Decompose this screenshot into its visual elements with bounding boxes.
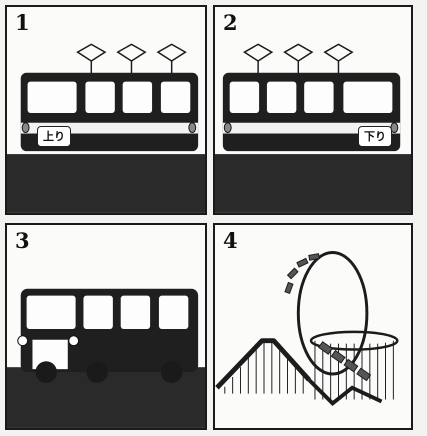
pantograph-icon [76, 43, 187, 74]
panel-number: 2 [223, 10, 238, 35]
roller-coaster-scene [215, 251, 399, 407]
bus-scene [7, 288, 205, 428]
panel-2: 2 下り [213, 5, 413, 215]
pantograph-icon [242, 43, 354, 74]
panel-3: 3 [5, 223, 207, 430]
panel-1: 1 上り [5, 5, 207, 215]
direction-sign: 下り [358, 126, 392, 147]
panel-number: 4 [223, 228, 238, 253]
panel-number: 1 [15, 10, 30, 35]
tram-icon [222, 72, 401, 152]
panel-4: 4 [213, 223, 413, 430]
ground [7, 154, 205, 213]
tram-scene-1 [7, 43, 205, 213]
direction-sign: 上り [37, 126, 71, 147]
tram-scene-2 [215, 43, 411, 213]
roller-coaster-icon [215, 251, 399, 407]
panel-number: 3 [15, 228, 30, 253]
bus-icon [17, 288, 199, 383]
ground [215, 154, 411, 213]
